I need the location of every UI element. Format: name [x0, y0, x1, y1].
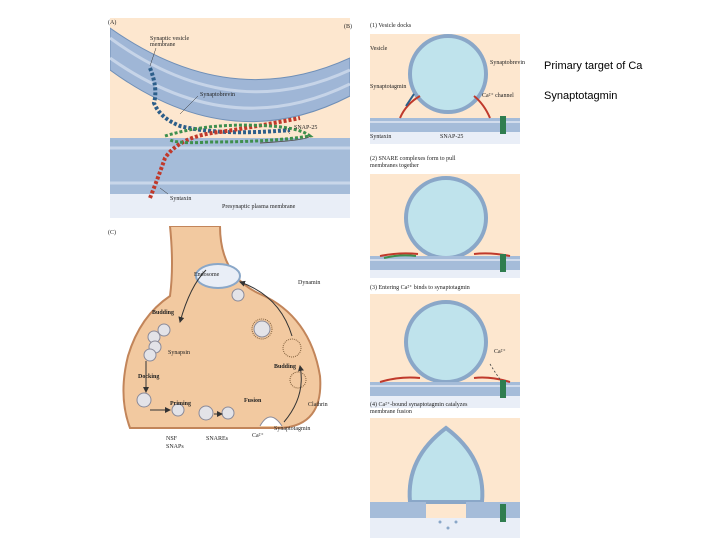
- step-1-title: (1) Vesicle docks: [370, 23, 412, 29]
- synaptobrevin-label: Synaptobrevin: [200, 92, 235, 98]
- panel-c-letter: (C): [108, 230, 116, 236]
- synaptotagmin-text: Synaptotagmin: [544, 90, 618, 102]
- syntaxin-b-label: Syntaxin: [370, 134, 392, 140]
- snares-label: SNAREs: [206, 436, 229, 442]
- fusion-label: Fusion: [244, 398, 262, 404]
- synapsin-label: Synapsin: [168, 350, 191, 356]
- step-2-title: (2) SNARE complexes form to pull membran…: [370, 156, 456, 169]
- snaps-label: SNAPs: [166, 444, 184, 450]
- presynaptic-membrane-label: Presynaptic plasma membrane: [222, 204, 296, 210]
- panel-b: (B) (1) Vesicle docks Vesicle Synaptobre…: [344, 18, 532, 540]
- vesicle-label: Vesicle: [370, 46, 388, 52]
- syntaxin-label: Syntaxin: [170, 196, 192, 202]
- primary-target-text: Primary target of Ca: [544, 60, 643, 72]
- step-4-title: (4) Ca²⁺-bound synaptotagmin catalyzes m…: [370, 402, 468, 415]
- budding-right-label: Budding: [274, 364, 297, 370]
- step-3-illustration: [370, 294, 520, 408]
- panel-c: (C) Endosome Dynamin Budding Synapsin Bu…: [108, 226, 350, 456]
- ca-c-label: Ca²⁺: [252, 433, 264, 439]
- dynamin-label: Dynamin: [298, 280, 321, 286]
- step-4-illustration: [370, 418, 520, 538]
- panel-a-letter: (A): [108, 20, 117, 26]
- docking-label: Docking: [138, 374, 160, 380]
- endosome-label: Endosome: [194, 272, 220, 278]
- panel-a: (A) Synaptic vesicle membrane Synaptobre…: [108, 18, 350, 218]
- panel-c-illustration: [122, 226, 322, 429]
- ca-ion-label: Ca²⁺: [494, 349, 506, 355]
- snap25-label: SNAP-25: [294, 125, 318, 131]
- synaptotagmin-b-label: Synaptotagmin: [370, 84, 407, 90]
- synaptobrevin-b-label: Synaptobrevin: [490, 60, 525, 66]
- step-3-title: (3) Entering Ca²⁺ binds to synaptotagmin: [370, 285, 470, 291]
- panel-a-illustration: [110, 18, 350, 218]
- priming-label: Priming: [170, 401, 191, 407]
- synaptotagmin-c-label: Synaptotagmin: [274, 426, 311, 432]
- ca-channel-label: Ca²⁺ channel: [482, 93, 514, 99]
- panel-b-letter: (B): [344, 24, 352, 30]
- budding-left-label: Budding: [152, 310, 175, 316]
- clathrin-label: Clathrin: [308, 402, 328, 408]
- snap25-b-label: SNAP-25: [440, 134, 464, 140]
- step-1-illustration: [370, 34, 520, 144]
- step-2-illustration: [370, 174, 520, 278]
- vesicle-membrane-label: Synaptic vesicle membrane: [150, 36, 190, 48]
- nsf-label: NSF: [166, 436, 178, 442]
